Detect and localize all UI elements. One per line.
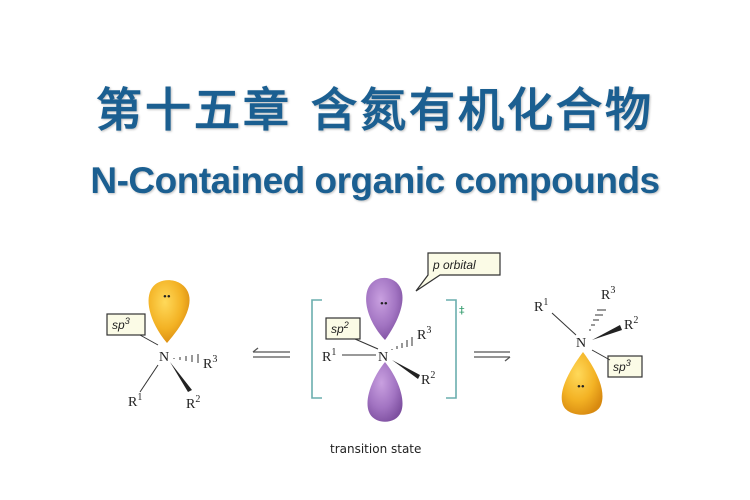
p-orbital-upper-lobe [366,277,403,340]
sp3-label-box [106,313,146,336]
substituent-r2: R2 [421,370,435,388]
sp3-label: sp3 [112,316,130,332]
nitrogen-atom: N [159,350,169,365]
substituent-r3: R3 [203,354,217,372]
substituent-r2: R2 [624,315,638,333]
chapter-title-english: N-Contained organic compounds [90,160,660,201]
right-molecule: R1 R3 R2 N •• sp3 [534,285,643,415]
double-dagger: ‡ [459,304,465,317]
left-molecule: •• sp3 N R3 R1 R2 [106,280,217,412]
sp3-label-box [607,355,643,378]
lone-pair: •• [380,298,388,310]
transition-state-molecule: ‡ •• sp2 p orbital N R1 R3 R2 transition… [311,252,501,456]
nitrogen-atom: N [378,350,388,365]
substituent-r3: R3 [417,325,431,343]
equilibrium-arrow-right [474,351,511,362]
lone-pair: •• [577,381,585,393]
transition-state-caption: transition state [330,442,421,456]
sp2-label: sp2 [331,320,349,336]
substituent-r3: R3 [601,285,615,303]
p-orbital-label: p orbital [432,258,476,272]
chapter-title-chinese: 第十五章 含氮有机化合物 [95,83,654,137]
nitrogen-atom: N [576,336,586,351]
sp2-label-box [325,317,361,340]
substituent-r2: R2 [186,394,200,412]
p-orbital-lower-lobe [367,362,403,422]
substituent-r1: R1 [534,297,548,315]
lone-pair: •• [163,291,171,303]
sp3-orbital-lobe [148,280,190,343]
substituent-r1: R1 [128,392,142,410]
left-bracket [311,299,322,399]
sp3-label: sp3 [613,358,631,374]
right-bracket [446,299,457,399]
substituent-r1: R1 [322,347,336,365]
sp3-orbital-lobe [561,352,603,415]
p-orbital-callout-box [415,252,501,292]
equilibrium-arrow-left [252,347,290,358]
